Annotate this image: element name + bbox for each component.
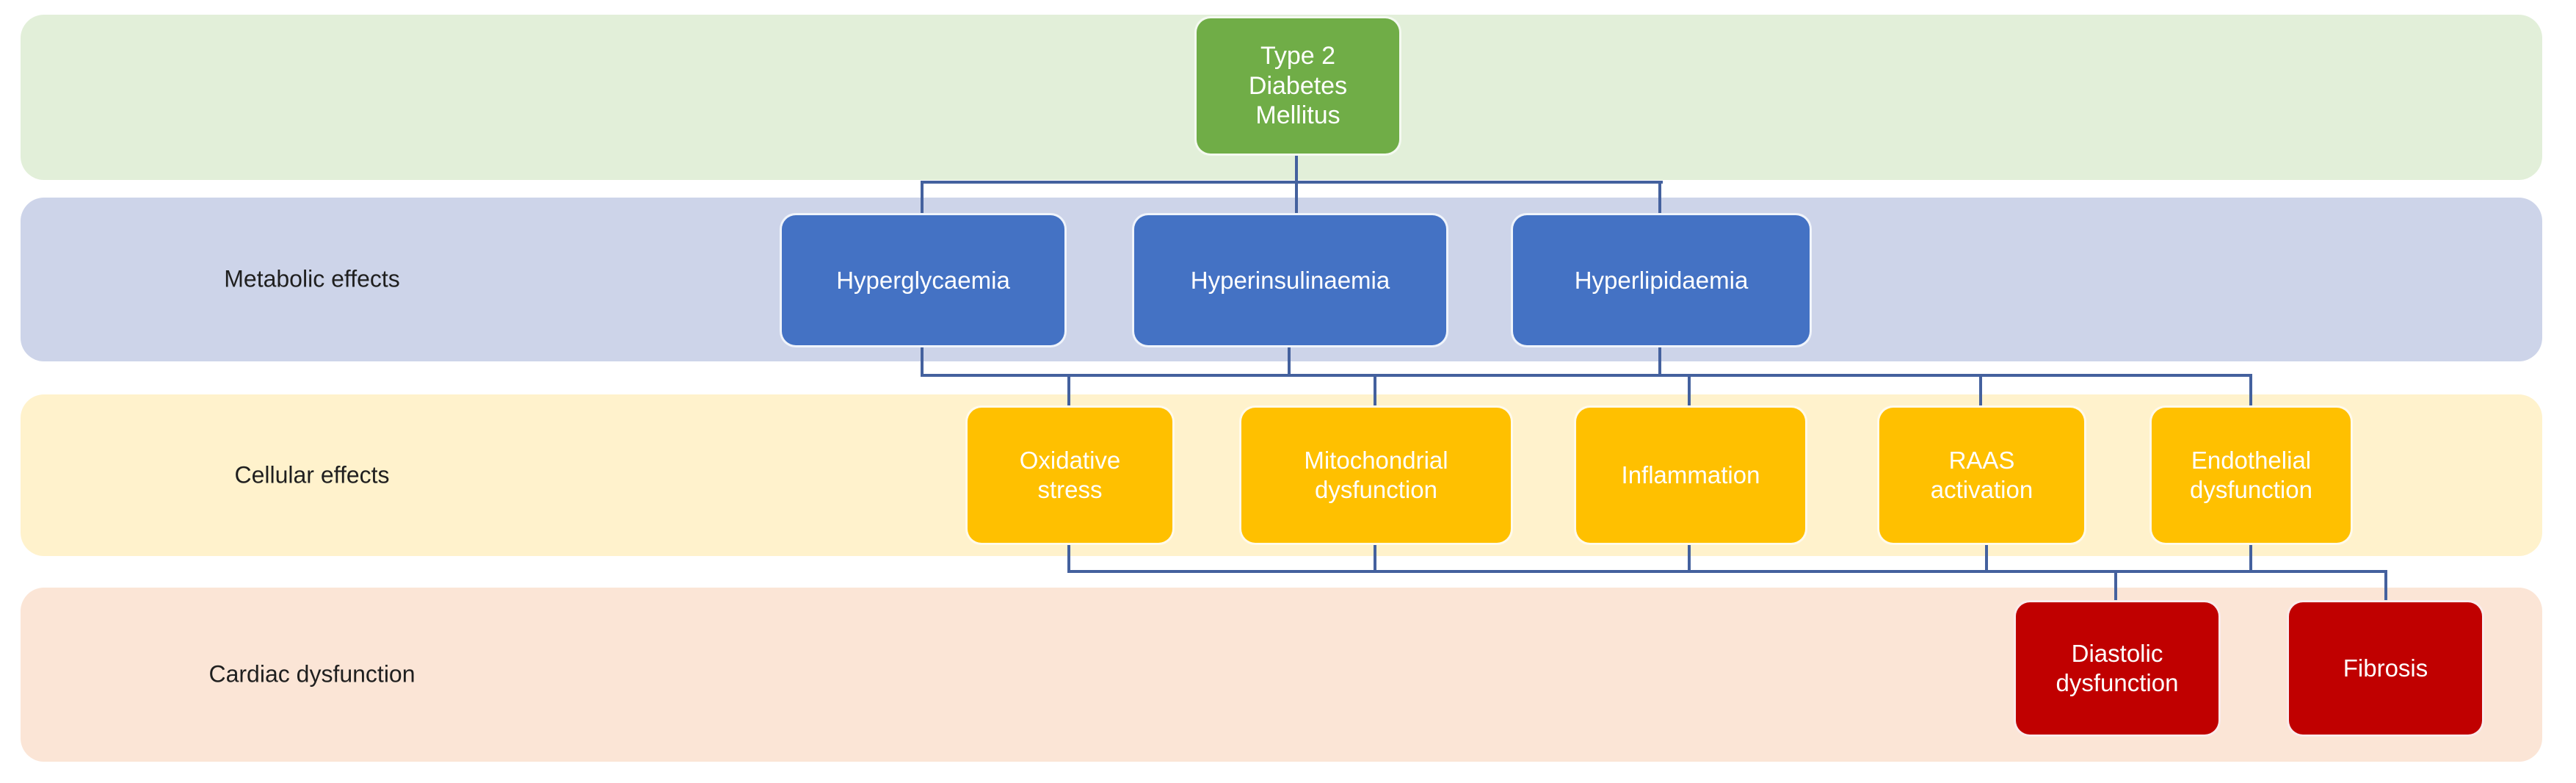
connector-stub-raas [1985, 544, 1988, 571]
band-label-cardiac-dysfunction: Cardiac dysfunction [208, 660, 416, 688]
node-inflammation: Inflammation [1574, 405, 1807, 545]
band-label-metabolic-effects: Metabolic effects [224, 265, 400, 292]
node-oxidative-stress: Oxidative stress [965, 405, 1175, 545]
node-diastolic-dysfunction: Diastolic dysfunction [2014, 600, 2221, 737]
node-endothelial-dysfunction: Endothelial dysfunction [2149, 405, 2353, 545]
connector-rail-metabolic [922, 181, 1663, 184]
connector-stub-hyperinsulinaemia [1288, 346, 1291, 377]
node-hyperlipidaemia: Hyperlipidaemia [1511, 213, 1812, 347]
connector-drop-hyperglycaemia [921, 181, 924, 214]
node-hyperglycaemia: Hyperglycaemia [780, 213, 1067, 347]
connector-drop-hyperlipidaemia [1658, 181, 1661, 214]
node-hyperinsulinaemia: Hyperinsulinaemia [1132, 213, 1448, 347]
connector-drop-fibrosis [2384, 570, 2387, 602]
connector-drop-raas [1979, 374, 1982, 407]
node-fibrosis: Fibrosis [2287, 600, 2484, 737]
connector-stub-endothelial [2249, 544, 2252, 571]
node-raas-activation: RAAS activation [1877, 405, 2086, 545]
connector-rail-cardiac [1067, 570, 2387, 573]
node-type-2-diabetes-mellitus: Type 2 Diabetes Mellitus [1194, 16, 1401, 156]
connector-drop-oxidative [1067, 374, 1070, 407]
connector-t2dm-drop [1295, 153, 1298, 214]
connector-stub-hyperlipidaemia [1658, 346, 1661, 377]
connector-stub-inflammation [1688, 544, 1691, 571]
connector-stub-oxidative [1067, 544, 1070, 571]
connector-drop-mitochondrial [1374, 374, 1376, 407]
connector-drop-inflammation [1688, 374, 1691, 407]
connector-drop-diastolic [2114, 570, 2117, 602]
connector-stub-hyperglycaemia [921, 346, 924, 377]
connector-drop-endothelial [2249, 374, 2252, 407]
band-label-cellular-effects: Cellular effects [234, 461, 390, 488]
node-mitochondrial-dysfunction: Mitochondrial dysfunction [1239, 405, 1513, 545]
connector-stub-mitochondrial [1374, 544, 1376, 571]
connector-rail-cellular [921, 374, 2252, 377]
